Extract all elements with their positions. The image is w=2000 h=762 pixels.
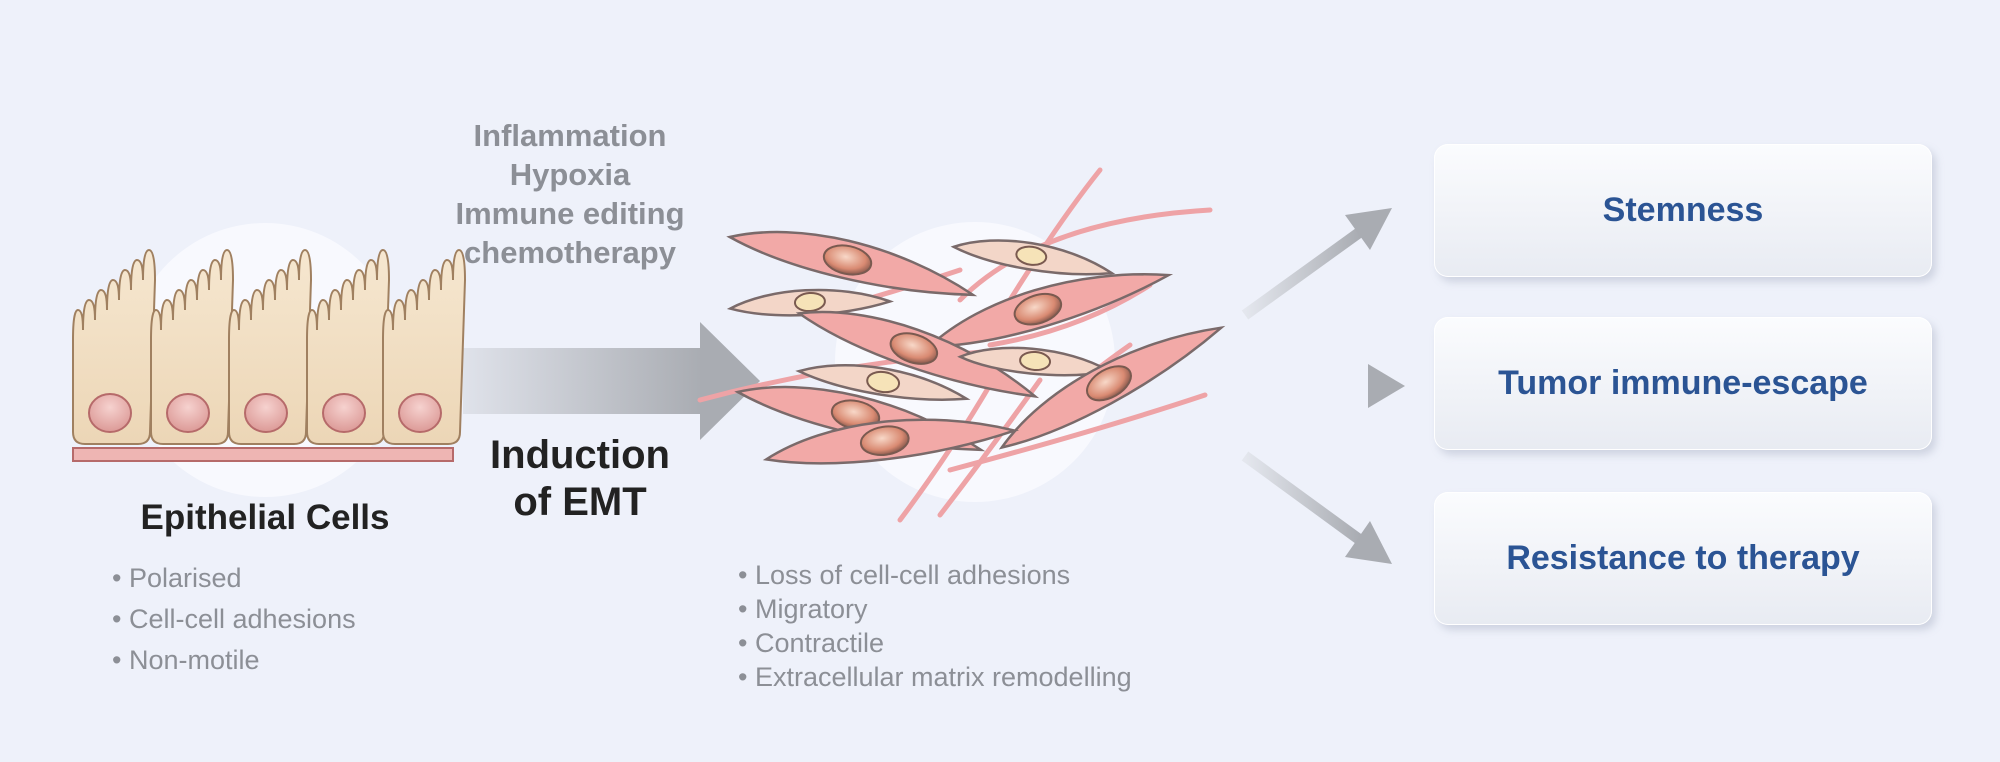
- epithelial-cell-icon: [306, 248, 391, 445]
- emt-triggers: Inflammation Hypoxia Immune editing chem…: [420, 116, 720, 272]
- outcome-stemness: Stemness: [1434, 144, 1932, 277]
- list-item: Polarised: [112, 558, 356, 599]
- outcome-therapy-resistance: Resistance to therapy: [1434, 492, 1932, 625]
- epithelial-cell-icon: [382, 248, 467, 445]
- list-item: Migratory: [738, 592, 1132, 626]
- emt-arrow-icon: [463, 322, 760, 440]
- mesenchymal-cell-icon: [950, 239, 1116, 276]
- list-item: Non-motile: [112, 640, 356, 681]
- emt-title-line-1: Induction: [490, 433, 670, 477]
- list-item: Loss of cell-cell adhesions: [738, 558, 1132, 592]
- epithelial-title: Epithelial Cells: [140, 498, 390, 537]
- mesenchymal-cell-icon: [998, 325, 1226, 450]
- mesenchymal-cell-icon: [726, 288, 895, 317]
- epithelial-cell-icon: [228, 248, 313, 445]
- arrow-icon: [1232, 364, 1405, 408]
- mesenchymal-traits: Loss of cell-cell adhesions Migratory Co…: [738, 558, 1132, 694]
- mesenchymal-cell-icon: [925, 273, 1174, 348]
- trigger-immune-editing: Immune editing: [455, 196, 685, 231]
- mesenchymal-cell-icon: [957, 346, 1114, 377]
- mesenchymal-cell-icon: [795, 310, 1040, 399]
- trigger-hypoxia: Hypoxia: [509, 157, 631, 192]
- arrow-icon: [1241, 208, 1392, 320]
- epithelial-cell-icon: [150, 248, 235, 445]
- epithelial-layer: [72, 248, 467, 462]
- arrow-icon: [1241, 451, 1392, 564]
- emt-title-line-2: of EMT: [513, 480, 647, 524]
- outcome-immune-escape: Tumor immune-escape: [1434, 317, 1932, 450]
- trigger-inflammation: Inflammation: [473, 118, 667, 153]
- emt-title: Induction of EMT: [450, 432, 710, 526]
- mesenchymal-cell-icon: [726, 230, 978, 297]
- list-item: Cell-cell adhesions: [112, 599, 356, 640]
- list-item: Contractile: [738, 626, 1132, 660]
- mesenchymal-cell-icon: [795, 363, 971, 401]
- basement-membrane: [72, 447, 454, 462]
- list-item: Extracellular matrix remodelling: [738, 660, 1132, 694]
- epithelial-cell-icon: [72, 248, 157, 445]
- mesenchymal-cell-icon: [762, 418, 1020, 465]
- trigger-chemotherapy: chemotherapy: [464, 235, 676, 270]
- mesenchymal-cells: [726, 230, 1226, 465]
- epithelial-traits: Polarised Cell-cell adhesions Non-motile: [112, 558, 356, 681]
